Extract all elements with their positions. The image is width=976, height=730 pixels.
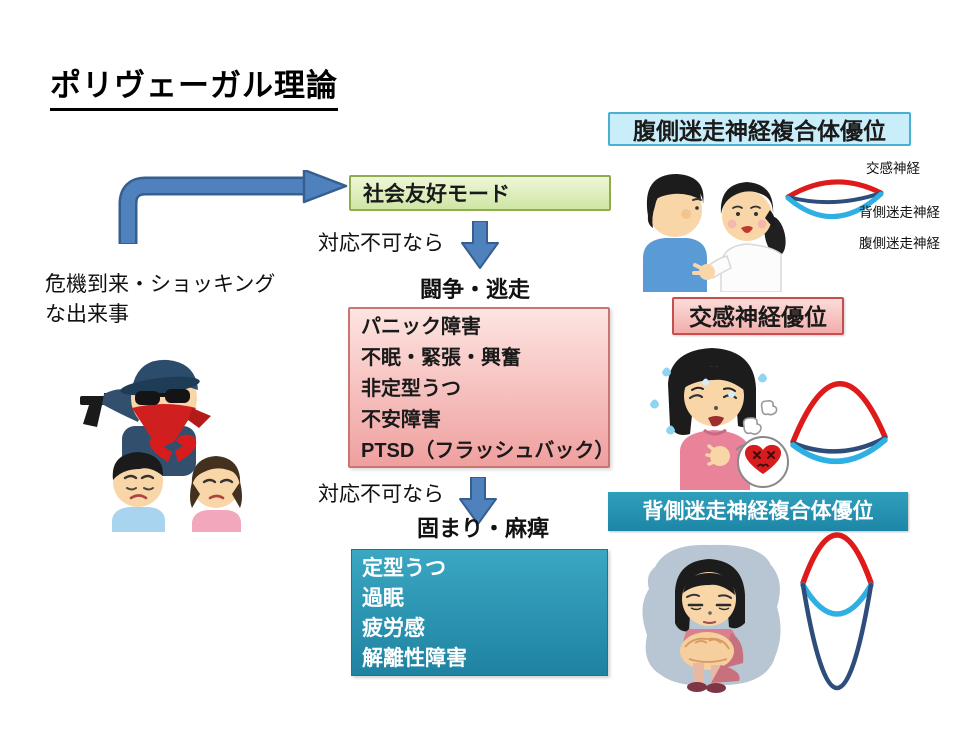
sympathetic-header: 交感神経優位 — [672, 297, 844, 335]
nerve-lens-dorsal-icon — [795, 530, 881, 694]
social-mode-label: 社会友好モード — [363, 183, 510, 206]
social-mode-box: 社会友好モード — [349, 175, 611, 211]
nerve-lens-sympathetic-icon — [786, 374, 892, 478]
legend-dorsal-label: 背側迷走神経 — [859, 205, 940, 220]
page-title: ポリヴェーガル理論 — [50, 60, 338, 111]
dorsal-vagal-header: 背側迷走神経複合体優位 — [608, 492, 908, 531]
elbow-arrow-icon — [108, 170, 353, 248]
fight-flight-label: 闘争・逃走 — [420, 277, 531, 302]
legend-ventral-label: 腹側迷走神経 — [859, 236, 940, 251]
trigger-event-text: 危機到来・ショッキング な出来事 — [45, 270, 275, 330]
freeze-symptom-item: 解離性障害 — [362, 647, 467, 670]
down-arrow-2-icon — [459, 477, 497, 525]
fight-symptoms-box: パニック障害 不眠・緊張・興奮 非定型うつ 不安障害 PTSD（フラッシュバック… — [348, 307, 615, 468]
nerve-lens-ventral-icon — [780, 167, 888, 241]
two-people-talking-icon — [623, 152, 795, 292]
fight-symptom-item: PTSD（フラッシュバック） — [361, 440, 615, 462]
fight-symptom-item: パニック障害 — [361, 316, 481, 338]
freeze-symptoms-box: 定型うつ 過眠 疲労感 解離性障害 — [351, 549, 608, 676]
freeze-symptom-item: 過眠 — [362, 587, 404, 610]
fallback-1-label: 対応不可なら — [318, 232, 444, 255]
trigger-line-2: な出来事 — [45, 303, 129, 326]
fallback-2-label: 対応不可なら — [318, 483, 444, 506]
freeze-symptom-item: 疲労感 — [362, 617, 425, 640]
sad-couple-broken-heart-icon — [100, 428, 255, 532]
fight-symptom-item: 不安障害 — [361, 409, 441, 431]
panicking-woman-icon — [632, 338, 794, 490]
legend-sympathetic-label: 交感神経 — [866, 161, 920, 176]
trigger-line-1: 危機到来・ショッキング — [45, 273, 276, 296]
depressed-girl-icon — [627, 537, 793, 701]
freeze-symptom-item: 定型うつ — [362, 557, 446, 580]
fight-symptom-item: 不眠・緊張・興奮 — [361, 347, 521, 369]
down-arrow-1-icon — [461, 221, 499, 269]
ventral-vagal-header: 腹側迷走神経複合体優位 — [608, 112, 911, 146]
fight-symptom-item: 非定型うつ — [361, 378, 461, 400]
freeze-label: 固まり・麻痺 — [417, 516, 550, 541]
